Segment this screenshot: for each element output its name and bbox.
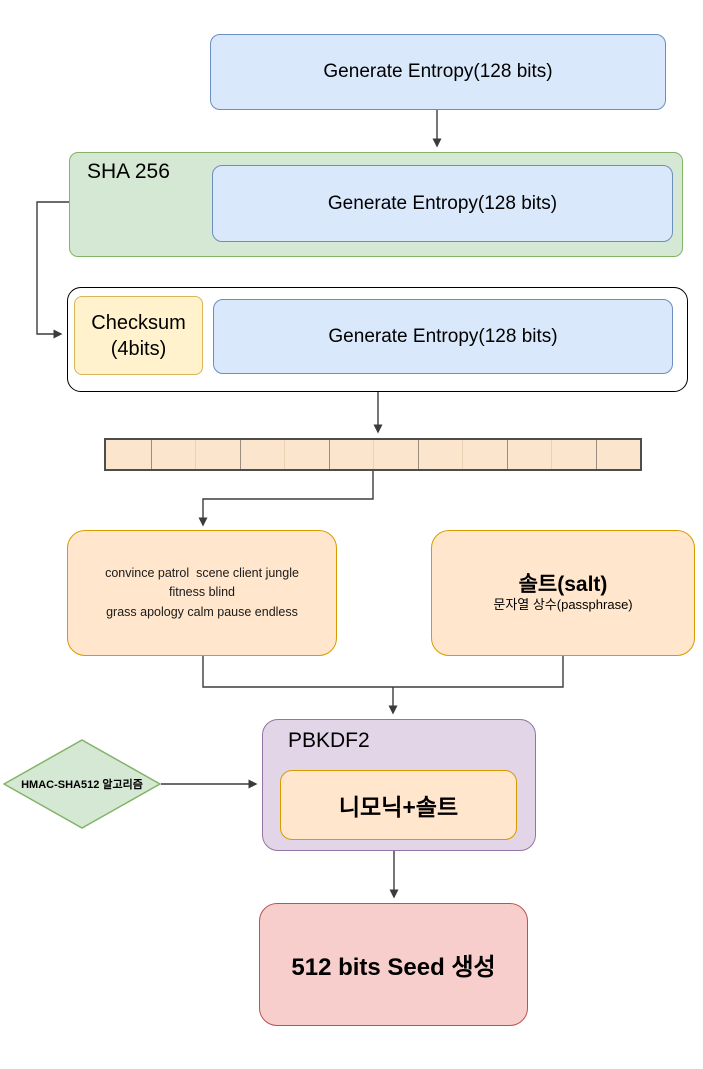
hmac-diamond-label: HMAC-SHA512 알고리즘 xyxy=(21,779,143,791)
bit-bar-divider xyxy=(462,440,463,469)
node-salt: 솔트(salt) 문자열 상수(passphrase) xyxy=(431,530,695,656)
bit-bar-divider xyxy=(506,440,508,469)
bit-bar xyxy=(104,438,642,471)
seed-result-label: 512 bits Seed 생성 xyxy=(291,954,496,981)
node-hmac-sha512-diamond: HMAC-SHA512 알고리즘 xyxy=(2,739,162,829)
mnemonic-line-1: convince patrol scene client jungle xyxy=(105,565,299,580)
mnemonic-line-2: fitness blind xyxy=(168,585,235,600)
node-checksum: Checksum (4bits) xyxy=(74,296,203,375)
node-mnemonic-plus-salt: 니모닉+솔트 xyxy=(280,770,517,840)
node-generate-entropy-top: Generate Entropy(128 bits) xyxy=(210,34,666,110)
pbkdf2-group-label: PBKDF2 xyxy=(288,729,370,752)
checksum-label-line2: (4bits) xyxy=(110,337,167,360)
bit-bar-divider xyxy=(239,440,241,469)
node-seed-result: 512 bits Seed 생성 xyxy=(259,903,528,1026)
checksum-label-line1: Checksum xyxy=(91,311,186,334)
sha256-group-label: SHA 256 xyxy=(87,160,170,183)
salt-subtitle: 문자열 상수(passphrase) xyxy=(493,597,633,613)
node-generate-entropy-top-label: Generate Entropy(128 bits) xyxy=(323,61,553,82)
node-generate-entropy-checksum: Generate Entropy(128 bits) xyxy=(213,299,673,374)
connector-sha256-to-checksum xyxy=(36,201,69,339)
node-generate-entropy-checksum-label: Generate Entropy(128 bits) xyxy=(328,325,558,347)
bit-bar-divider xyxy=(195,440,196,469)
bit-bar-divider xyxy=(373,440,374,469)
node-generate-entropy-sha256-label: Generate Entropy(128 bits) xyxy=(327,192,558,214)
bit-bar-divider xyxy=(328,440,330,469)
node-mnemonic-words: convince patrol scene client jungle fitn… xyxy=(67,530,337,656)
node-generate-entropy-sha256: Generate Entropy(128 bits) xyxy=(212,165,673,242)
bit-bar-divider xyxy=(595,440,597,469)
connector-bitbar-to-mnemonic xyxy=(198,470,374,527)
diamond-shape xyxy=(2,739,162,829)
mnemonic-line-3: grass apology calm pause endless xyxy=(106,604,298,619)
bit-bar-divider xyxy=(284,440,285,469)
bit-bar-divider xyxy=(150,440,152,469)
connector-mnemonic-branch xyxy=(202,656,564,688)
salt-title: 솔트(salt) xyxy=(518,572,608,596)
bit-bar-divider xyxy=(417,440,419,469)
mnemonic-plus-salt-label: 니모닉+솔트 xyxy=(338,794,459,820)
bit-bar-divider xyxy=(551,440,552,469)
